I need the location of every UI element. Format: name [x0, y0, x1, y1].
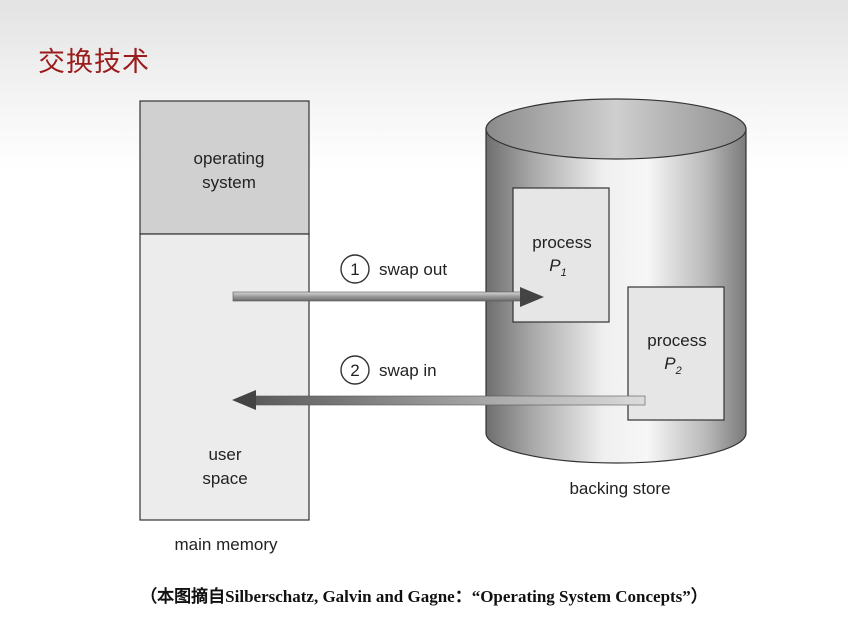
caption-authors: Silberschatz, Galvin and Gagne: [225, 587, 455, 606]
process-p1-label: process: [532, 233, 592, 252]
cylinder-top: [485, 98, 747, 160]
process-p1-id: P1: [549, 256, 566, 279]
slide-title: 交换技术: [38, 47, 150, 78]
os-region: [139, 100, 310, 235]
swap-out-step-circle: [340, 254, 370, 284]
swap-out-step-number: 1: [350, 260, 359, 279]
swap-in-step-number: 2: [350, 361, 359, 380]
main-memory: operating system user space main memory: [139, 100, 310, 554]
caption-close: ）: [690, 587, 708, 606]
swap-out-arrow: 1 swap out: [232, 254, 544, 307]
os-label-line2: system: [202, 173, 256, 192]
process-p2-label: process: [647, 331, 707, 350]
user-space-label-line1: user: [208, 445, 241, 464]
caption-open: （本图摘自: [140, 587, 226, 606]
swap-in-label: swap in: [379, 361, 437, 380]
source-caption: （本图摘自Silberschatz, Galvin and Gagne：“Ope…: [0, 582, 848, 607]
backing-store-label: backing store: [569, 479, 670, 498]
swap-out-shaft: [232, 291, 524, 302]
process-p2-id: P2: [664, 354, 681, 377]
user-space-label-line2: space: [202, 469, 247, 488]
swap-in-arrowhead: [232, 390, 256, 410]
main-memory-label: main memory: [175, 535, 278, 554]
swap-out-arrowhead: [520, 287, 544, 307]
caption-separator: ：: [454, 587, 472, 606]
os-label-line1: operating: [194, 149, 265, 168]
swap-out-label: swap out: [379, 260, 447, 279]
swap-in-arrow: 2 swap in: [232, 355, 646, 410]
caption-book-title: “Operating System Concepts”: [471, 587, 691, 606]
user-space-region: [139, 233, 310, 521]
swap-in-shaft: [251, 395, 646, 406]
swap-in-step-circle: [340, 355, 370, 385]
